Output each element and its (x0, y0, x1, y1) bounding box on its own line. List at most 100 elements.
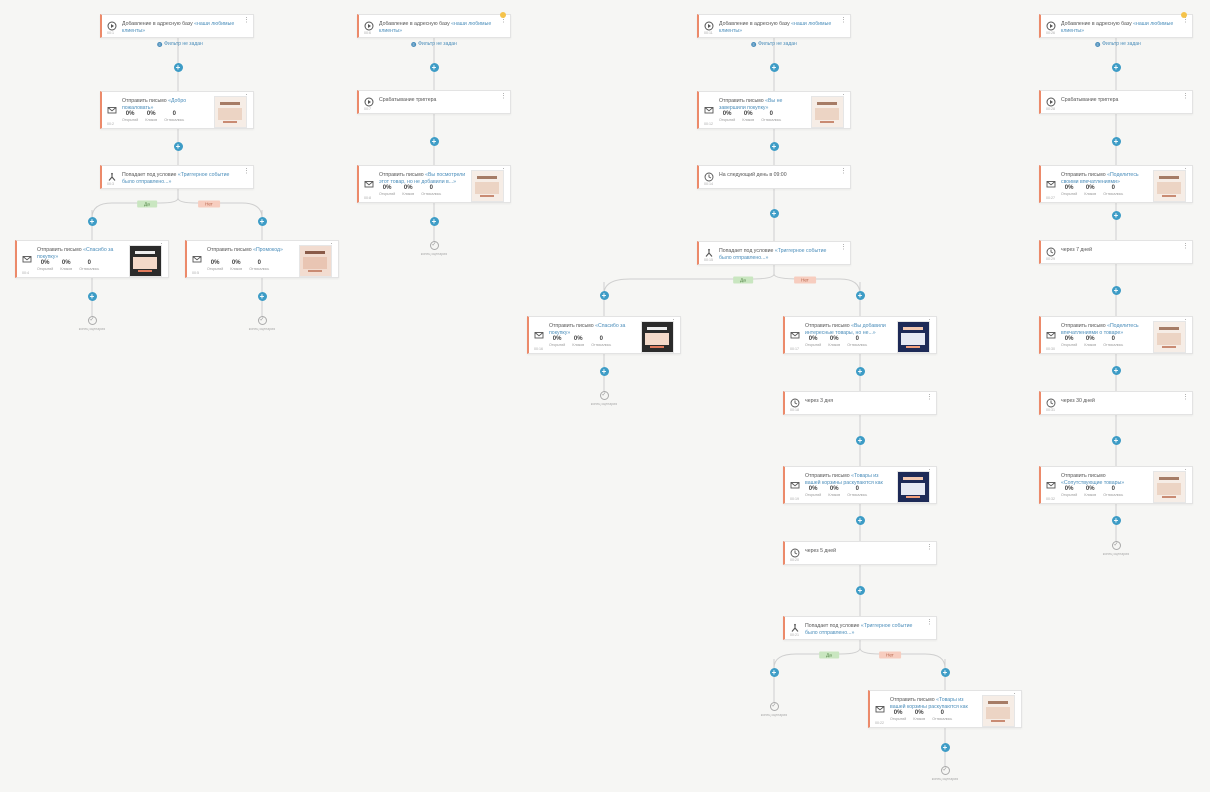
add-step-button[interactable]: + (855, 515, 865, 525)
add-step-button[interactable]: + (173, 62, 183, 72)
step-title-link[interactable]: «Сопутствующие товары» (1061, 479, 1125, 486)
add-step-button[interactable]: + (599, 290, 609, 300)
kebab-icon[interactable]: ⋮ (243, 17, 250, 24)
step-card-email[interactable]: Отправить письмо «Сопутствующие товары»⋮… (1039, 466, 1193, 504)
kebab-icon[interactable]: ⋮ (1182, 93, 1189, 100)
step-title-link[interactable]: «Товары из вашей корзины раскупаются как… (890, 697, 968, 710)
kebab-icon[interactable]: ⋮ (500, 17, 507, 24)
add-step-button[interactable]: + (940, 667, 950, 677)
add-step-button[interactable]: + (1111, 515, 1121, 525)
step-card-start[interactable]: Добавление в адресную базу «наши любимые… (697, 14, 851, 38)
add-step-button[interactable]: + (599, 366, 609, 376)
add-step-button[interactable]: + (1111, 285, 1121, 295)
step-title-link[interactable]: «Триггерное событие было отправлено...» (122, 172, 230, 185)
add-step-button[interactable]: + (429, 62, 439, 72)
step-card-timer[interactable]: через 3 дня⋮00:18 (783, 391, 937, 415)
step-card-start[interactable]: Добавление в адресную базу «наши любимые… (100, 14, 254, 38)
add-step-button[interactable]: + (1111, 62, 1121, 72)
step-card-email[interactable]: Отправить письмо «Спасибо за покупку»⋮00… (527, 316, 681, 354)
step-title-link[interactable]: «Товары из вашей корзины раскупаются как… (805, 473, 883, 486)
step-card-email[interactable]: Отправить письмо «Добро пожаловать»⋮00:2… (100, 91, 254, 129)
filter-link[interactable]: ≡Фильтр не задан (157, 41, 203, 47)
step-title-link[interactable]: «Промокод» (253, 247, 283, 253)
step-card-email[interactable]: Отправить письмо «Вы не завершили покупк… (697, 91, 851, 129)
add-step-button[interactable]: + (257, 216, 267, 226)
step-title-link[interactable]: «Вы посмотрели этот товар, но не добавил… (379, 172, 466, 185)
step-title-link[interactable]: «Поделитесь своими впечатлениями» (1061, 172, 1139, 185)
email-preview-thumbnail[interactable] (811, 96, 844, 128)
step-card-email[interactable]: Отправить письмо «Вы посмотрели этот тов… (357, 165, 511, 203)
step-card-condition[interactable]: Попадает под условие «Триггерное событие… (783, 616, 937, 640)
step-card-email[interactable]: Отправить письмо «Поделитесь впечатления… (1039, 316, 1193, 354)
kebab-icon[interactable]: ⋮ (840, 244, 847, 251)
step-title-link[interactable]: «Спасибо за покупку» (549, 323, 626, 336)
email-preview-thumbnail[interactable] (1153, 170, 1186, 202)
add-step-button[interactable]: + (173, 141, 183, 151)
kebab-icon[interactable]: ⋮ (926, 544, 933, 551)
step-card-timer[interactable]: через 7 дней⋮00:29 (1039, 240, 1193, 264)
step-title-link[interactable]: «Поделитесь впечатлениями о товаре» (1061, 323, 1139, 336)
step-card-start[interactable]: Добавление в адресную базу «наши любимые… (1039, 14, 1193, 38)
step-card-timer[interactable]: На следующий день в 09:00⋮00:14 (697, 165, 851, 189)
kebab-icon[interactable]: ⋮ (500, 93, 507, 100)
add-step-button[interactable]: + (769, 208, 779, 218)
step-card-timer[interactable]: через 30 дней⋮00:31 (1039, 391, 1193, 415)
filter-link[interactable]: ≡Фильтр не задан (1095, 41, 1141, 47)
email-preview-thumbnail[interactable] (214, 96, 247, 128)
add-step-button[interactable]: + (769, 141, 779, 151)
step-card-condition[interactable]: Попадает под условие «Триггерное событие… (100, 165, 254, 189)
step-title-link[interactable]: «Триггерное событие было отправлено...» (805, 623, 913, 636)
email-preview-thumbnail[interactable] (299, 245, 332, 277)
email-preview-thumbnail[interactable] (897, 321, 930, 353)
step-title-link[interactable]: «наши любимые клиенты» (122, 21, 235, 34)
kebab-icon[interactable]: ⋮ (1182, 243, 1189, 250)
add-step-button[interactable]: + (769, 667, 779, 677)
step-card-email[interactable]: Отправить письмо «Поделитесь своими впеч… (1039, 165, 1193, 203)
email-preview-thumbnail[interactable] (641, 321, 674, 353)
step-title-link[interactable]: «Добро пожаловать» (122, 98, 187, 111)
kebab-icon[interactable]: ⋮ (840, 168, 847, 175)
step-card-start[interactable]: Срабатывание триггера⋮00:28 (1039, 90, 1193, 114)
add-step-button[interactable]: + (940, 742, 950, 752)
kebab-icon[interactable]: ⋮ (243, 168, 250, 175)
step-card-email[interactable]: Отправить письмо «Спасибо за покупку»⋮00… (15, 240, 169, 278)
add-step-button[interactable]: + (855, 435, 865, 445)
add-step-button[interactable]: + (1111, 210, 1121, 220)
add-step-button[interactable]: + (87, 291, 97, 301)
add-step-button[interactable]: + (257, 291, 267, 301)
add-step-button[interactable]: + (1111, 435, 1121, 445)
step-title-link[interactable]: «Вы не завершили покупку» (719, 98, 783, 111)
step-card-start[interactable]: Добавление в адресную базу «наши любимые… (357, 14, 511, 38)
kebab-icon[interactable]: ⋮ (1182, 394, 1189, 401)
kebab-icon[interactable]: ⋮ (926, 619, 933, 626)
step-title-link[interactable]: «Вы добавили интересные товары, но не...… (805, 323, 886, 336)
step-title-link[interactable]: «Спасибо за покупку» (37, 247, 114, 260)
email-preview-thumbnail[interactable] (471, 170, 504, 202)
step-card-email[interactable]: Отправить письмо «Товары из вашей корзин… (783, 466, 937, 504)
add-step-button[interactable]: + (429, 136, 439, 146)
step-card-condition[interactable]: Попадает под условие «Триггерное событие… (697, 241, 851, 265)
step-title-link[interactable]: «наши любимые клиенты» (379, 21, 492, 34)
step-card-start[interactable]: Срабатывание триггера⋮00:7 (357, 90, 511, 114)
kebab-icon[interactable]: ⋮ (1182, 17, 1189, 24)
add-step-button[interactable]: + (855, 290, 865, 300)
filter-link[interactable]: ≡Фильтр не задан (751, 41, 797, 47)
kebab-icon[interactable]: ⋮ (840, 17, 847, 24)
email-preview-thumbnail[interactable] (1153, 321, 1186, 353)
filter-link[interactable]: ≡Фильтр не задан (411, 41, 457, 47)
email-preview-thumbnail[interactable] (129, 245, 162, 277)
email-preview-thumbnail[interactable] (897, 471, 930, 503)
email-preview-thumbnail[interactable] (982, 695, 1015, 727)
add-step-button[interactable]: + (429, 216, 439, 226)
step-card-email[interactable]: Отправить письмо «Вы добавили интересные… (783, 316, 937, 354)
email-preview-thumbnail[interactable] (1153, 471, 1186, 503)
add-step-button[interactable]: + (769, 62, 779, 72)
add-step-button[interactable]: + (855, 585, 865, 595)
add-step-button[interactable]: + (1111, 365, 1121, 375)
add-step-button[interactable]: + (1111, 136, 1121, 146)
step-card-email[interactable]: Отправить письмо «Товары из вашей корзин… (868, 690, 1022, 728)
step-title-link[interactable]: «Триггерное событие было отправлено...» (719, 248, 827, 261)
add-step-button[interactable]: + (855, 366, 865, 376)
step-title-link[interactable]: «наши любимые клиенты» (719, 21, 832, 34)
kebab-icon[interactable]: ⋮ (926, 394, 933, 401)
